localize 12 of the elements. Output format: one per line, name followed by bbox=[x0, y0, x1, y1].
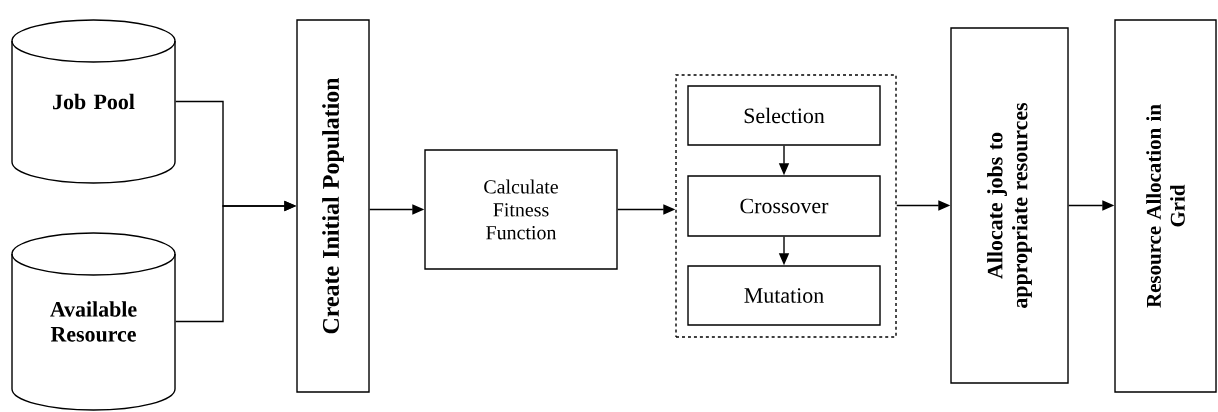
process-box: Resource Allocation in Grid bbox=[1114, 19, 1217, 393]
dashed-group-box bbox=[675, 74, 897, 338]
process-box: Crossover bbox=[687, 175, 881, 237]
process-box: Selection bbox=[687, 85, 881, 146]
process-box: Create Initial Population bbox=[296, 19, 370, 393]
process-box: Calculate Fitness Function bbox=[424, 149, 618, 270]
process-box: Mutation bbox=[687, 265, 881, 326]
node-label: Job Pool bbox=[53, 93, 135, 110]
process-box: Allocate jobs to appropriate resources bbox=[950, 27, 1069, 384]
database-cylinder: Available Resource bbox=[11, 232, 176, 411]
node-label: Available Resource bbox=[50, 301, 137, 342]
database-cylinder: Job Pool bbox=[11, 19, 176, 184]
